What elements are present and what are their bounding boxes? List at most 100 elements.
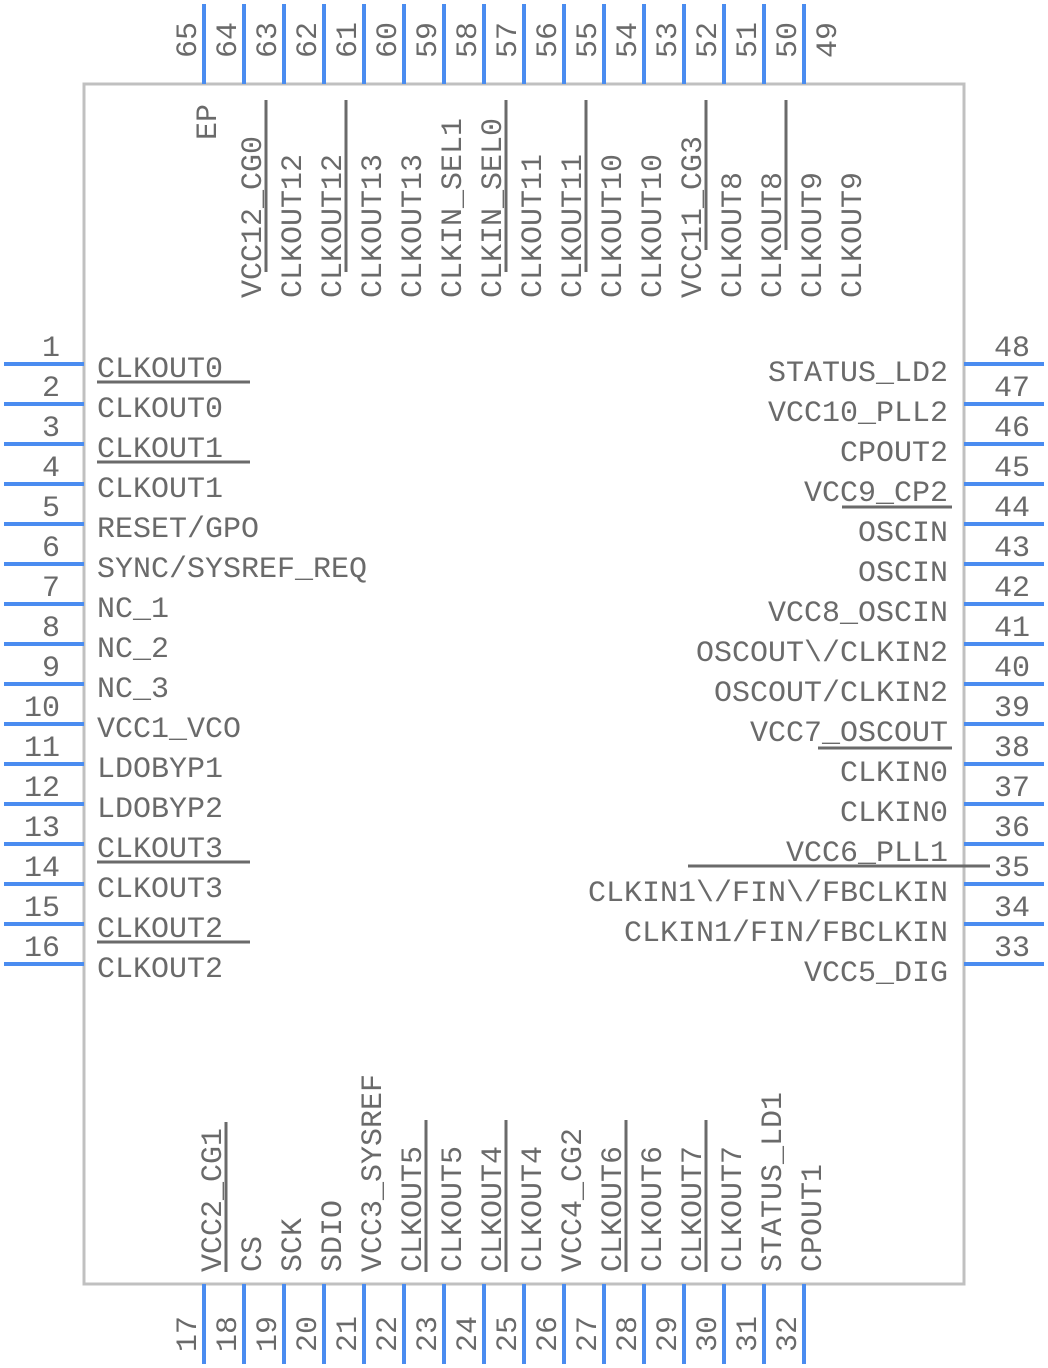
pin-label-sdio: SDIO: [317, 1200, 351, 1272]
pin-label-vcc3-sysref: VCC3_SYSREF: [357, 1074, 391, 1272]
pin-label-vcc7-oscout: VCC7_OSCOUT: [750, 717, 948, 751]
pin-label-status-ld2: STATUS_LD2: [768, 357, 948, 391]
pin-label-nc-1: NC_1: [97, 593, 169, 627]
pin-label-oscout-clkin2: OSCOUT/CLKIN2: [714, 677, 948, 711]
pin-number: 19: [252, 1316, 286, 1352]
pin-number: 48: [994, 332, 1030, 366]
pin-label-vcc9-cp2: VCC9_CP2: [804, 477, 948, 511]
pin-number: 32: [772, 1316, 806, 1352]
pin-label-vcc4-cg2: VCC4_CG2: [557, 1128, 591, 1272]
pin-number: 46: [994, 412, 1030, 446]
pin-label-clkout0: CLKOUT0: [97, 393, 223, 427]
pin-label-vcc1-vco: VCC1_VCO: [97, 713, 241, 747]
pin-number: 9: [42, 652, 60, 686]
pin-number: 59: [412, 22, 446, 58]
pin-number: 57: [492, 22, 526, 58]
pin-number: 1: [42, 332, 60, 366]
pin-label-clkin0: CLKIN0: [840, 757, 948, 791]
pin-label-nc-2: NC_2: [97, 633, 169, 667]
pin-label-clkout2: CLKOUT2: [97, 953, 223, 987]
pin-number: 16: [24, 932, 60, 966]
pin-number: 43: [994, 532, 1030, 566]
pin-26: 26 VCC4_CG2: [532, 1128, 591, 1364]
pin-number: 51: [732, 22, 766, 58]
pin-number: 26: [532, 1316, 566, 1352]
pin-label-ep: EP: [192, 104, 226, 140]
pin-label-oscout-clkin2: OSCOUT\/CLKIN2: [696, 637, 948, 671]
pin-number: 23: [412, 1316, 446, 1352]
pin-number: 64: [212, 22, 246, 58]
pin-number: 13: [24, 812, 60, 846]
pin-label-oscin: OSCIN: [858, 557, 948, 591]
pin-number: 20: [292, 1316, 326, 1352]
pin-label-cs: CS: [237, 1236, 271, 1272]
pin-number: 3: [42, 412, 60, 446]
ic-body-outline: [82, 82, 966, 1286]
pin-number: 41: [994, 612, 1030, 646]
pin-number: 21: [332, 1316, 366, 1352]
pin-label-ldobyp1: LDOBYP1: [97, 753, 223, 787]
pin-number: 55: [572, 22, 606, 58]
pin-number: 44: [994, 492, 1030, 526]
pin-number: 17: [172, 1316, 206, 1352]
pin-number: 54: [612, 22, 646, 58]
pin-20: 20 SDIO: [292, 1200, 351, 1364]
pin-label-clkout5: CLKOUT5: [437, 1146, 471, 1272]
left-pin-group: 1CLKOUT02CLKOUT03CLKOUT14CLKOUT15RESET/G…: [4, 332, 367, 987]
pin-number-65: 65: [172, 22, 206, 58]
pin-number: 37: [994, 772, 1030, 806]
pin-number: 56: [532, 22, 566, 58]
top-pin-group: 64VCC12_CG063CLKOUT1262CLKOUT1261CLKOUT1…: [202, 4, 871, 298]
pin-label-oscin: OSCIN: [858, 517, 948, 551]
pin-number: 52: [692, 22, 726, 58]
pin-7: 7NC_1: [4, 572, 169, 627]
pin-number: 35: [994, 852, 1030, 886]
pin-label-sync-sysref-req: SYNC/SYSREF_REQ: [97, 553, 367, 587]
pin-number: 62: [292, 22, 326, 58]
pin-number: 28: [612, 1316, 646, 1352]
pin-number: 27: [572, 1316, 606, 1352]
pin-number: 24: [452, 1316, 486, 1352]
pin-number: 25: [492, 1316, 526, 1352]
pin-label-clkout1: CLKOUT1: [97, 473, 223, 507]
pin-8: 8NC_2: [4, 612, 169, 667]
pin-number: 5: [42, 492, 60, 526]
pin-number: 22: [372, 1316, 406, 1352]
label-separator-bars: [97, 100, 990, 1272]
pin-label-vcc8-oscin: VCC8_OSCIN: [768, 597, 948, 631]
pin-label-clkin1-fin-fbclkin: CLKIN1/FIN/FBCLKIN: [624, 917, 948, 951]
pin-label-clkout11: CLKOUT11: [517, 154, 551, 298]
pin-label-reset-gpo: RESET/GPO: [97, 513, 259, 547]
pin-23: 23 CLKOUT5: [412, 1146, 471, 1364]
pin-label-cpout2: CPOUT2: [840, 437, 948, 471]
pin-number: 58: [452, 22, 486, 58]
